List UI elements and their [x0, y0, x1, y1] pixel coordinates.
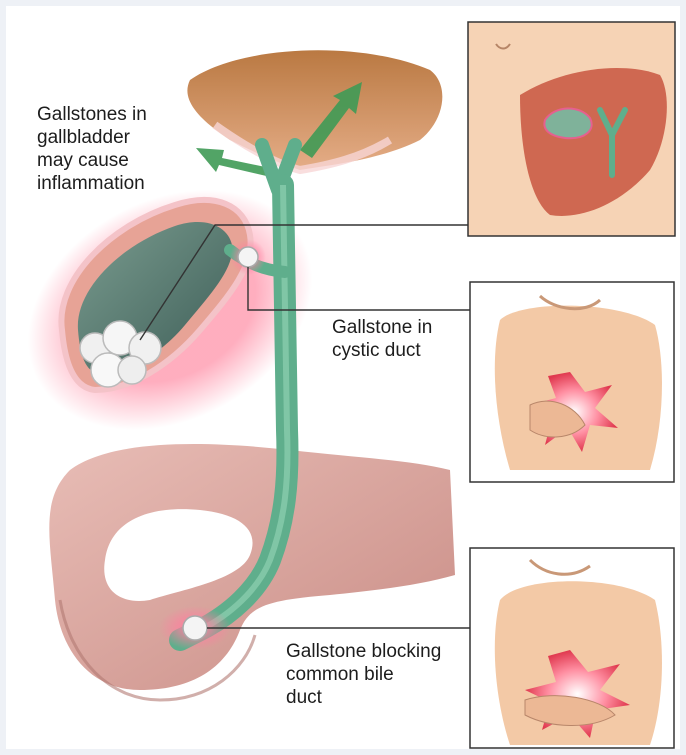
gallstone [238, 247, 258, 267]
gallstone [183, 616, 207, 640]
gallstone [118, 356, 146, 384]
inset-liver [468, 22, 675, 236]
inset-torso-pain [470, 282, 674, 482]
label-common-bile-duct: Gallstone blocking common bile duct [286, 640, 466, 709]
label-cystic-duct: Gallstone in cystic duct [332, 316, 472, 362]
label-gallbladder-inflammation: Gallstones in gallbladder may cause infl… [37, 103, 207, 195]
inset-torso-pain-severe [470, 548, 674, 748]
